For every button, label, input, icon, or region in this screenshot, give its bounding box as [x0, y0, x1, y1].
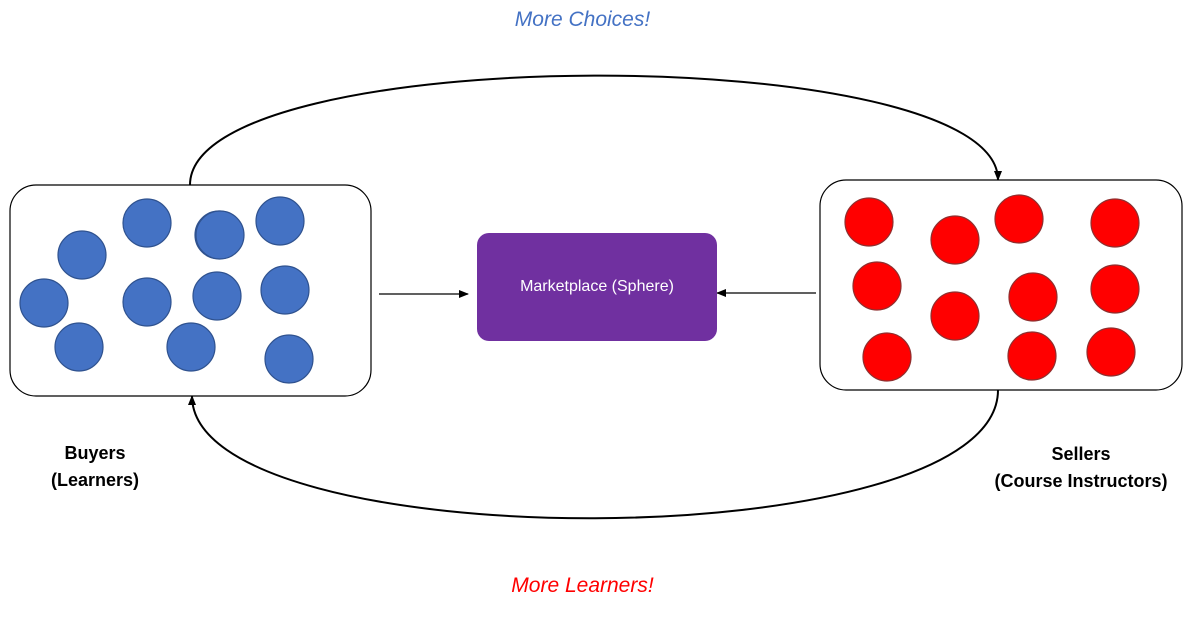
seller-dot	[930, 291, 980, 341]
bottom-loop-arrow	[188, 389, 999, 520]
sellers-title: Sellers (Course Instructors)	[970, 441, 1192, 495]
seller-dot	[994, 194, 1044, 244]
marketplace-label: Marketplace (Sphere)	[520, 278, 674, 295]
buyers-title: Buyers (Learners)	[15, 440, 175, 494]
more-learners-label: More Learners!	[511, 574, 654, 597]
seller-dot	[1090, 198, 1140, 248]
course-instructors-label: (Course Instructors)	[994, 471, 1168, 491]
seller-dot	[1007, 331, 1057, 381]
buyer-dot	[19, 278, 69, 328]
buyer-dot	[122, 277, 172, 327]
buyer-dots	[19, 196, 314, 384]
seller-dot	[1090, 264, 1140, 314]
seller-dot	[1086, 327, 1136, 377]
buyer-dot	[166, 322, 216, 372]
buyer-dot	[260, 265, 310, 315]
sellers-label: Sellers	[1051, 444, 1111, 464]
seller-dots	[844, 194, 1140, 382]
buyer-dot	[192, 271, 242, 321]
top-loop-arrow	[189, 74, 1002, 186]
marketplace-box: Marketplace (Sphere)	[477, 233, 717, 341]
buyer-dot	[195, 210, 245, 260]
seller-dot	[862, 332, 912, 382]
buyer-dot	[255, 196, 305, 246]
buyer-dot	[264, 334, 314, 384]
seller-dot	[1008, 272, 1058, 322]
buyer-dot	[57, 230, 107, 280]
learners-label: (Learners)	[50, 470, 140, 490]
seller-dot	[844, 197, 894, 247]
seller-dot	[852, 261, 902, 311]
buyer-dot	[122, 198, 172, 248]
buyers-label: Buyers	[64, 443, 126, 463]
more-choices-label: More Choices!	[514, 8, 651, 31]
buyer-dot	[54, 322, 104, 372]
seller-dot	[930, 215, 980, 265]
